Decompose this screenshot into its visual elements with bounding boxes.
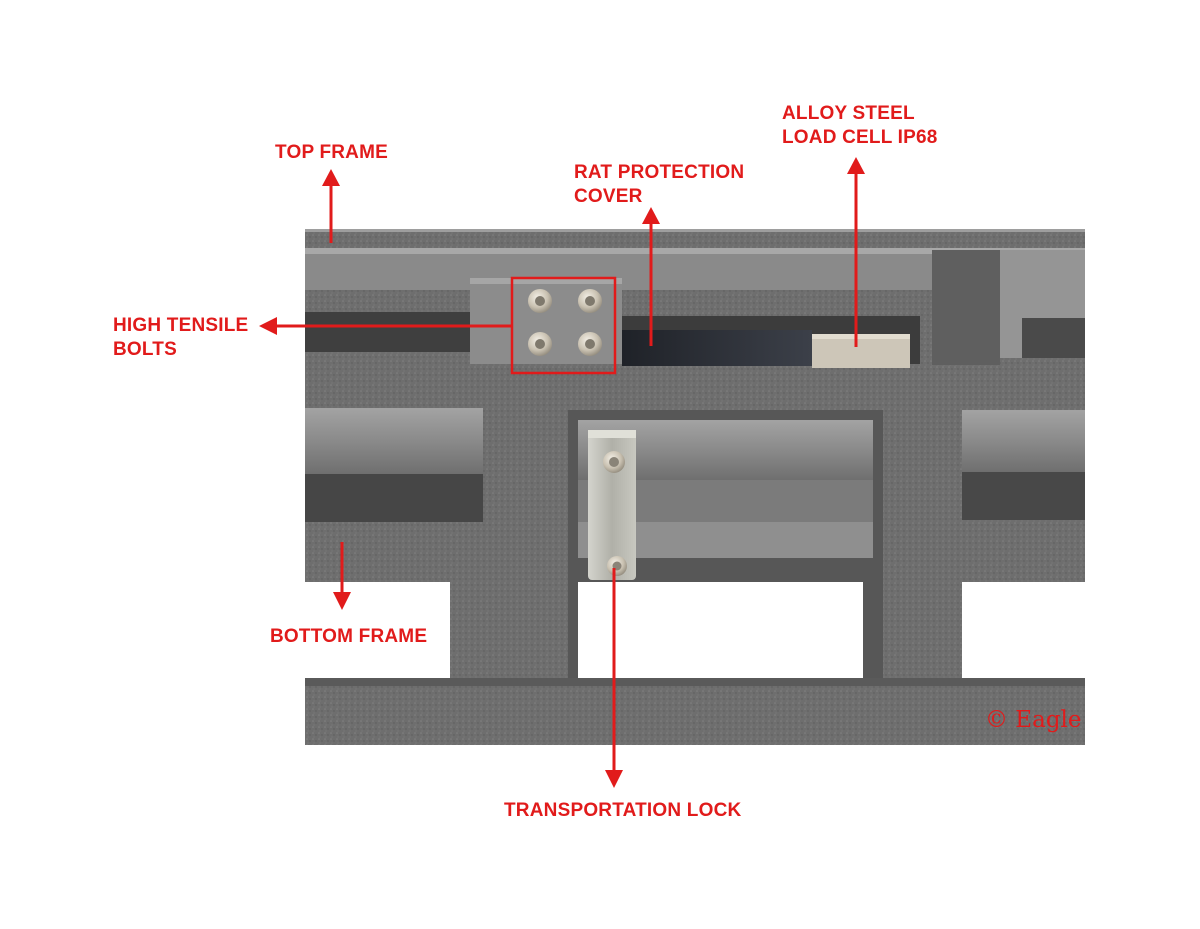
label-transport-lock-line: TRANSPORTATION LOCK	[504, 800, 742, 821]
arrow-transport-lock	[605, 568, 623, 788]
label-top-frame: TOP FRAME	[275, 141, 388, 165]
bolts-highlight-box	[510, 276, 617, 375]
transport-lock-bracket	[588, 430, 636, 580]
label-transportation-lock: TRANSPORTATION LOCK	[504, 799, 741, 823]
label-bottom-frame: BOTTOM FRAME	[270, 625, 427, 649]
arrow-top-frame	[322, 169, 340, 243]
high-tensile-bolts-group	[528, 289, 602, 356]
arrow-load-cell	[847, 157, 865, 347]
label-load-cell: ALLOY STEEL LOAD CELL IP68	[782, 102, 938, 150]
label-top-frame-line: TOP FRAME	[275, 142, 388, 163]
arrow-rat-cover	[642, 207, 660, 346]
label-bolts-line-1: HIGH TENSILE	[113, 315, 249, 336]
label-rat-cover-line-1: RAT PROTECTION	[574, 162, 745, 183]
label-rat-protection-cover: RAT PROTECTION COVER	[574, 161, 744, 209]
arrow-bolts	[259, 317, 512, 335]
top-frame-gap	[305, 312, 470, 352]
rat-protection-cover-shape	[622, 330, 812, 366]
load-cell-shape	[812, 334, 910, 368]
label-rat-cover-line-2: COVER	[574, 186, 643, 207]
label-bottom-frame-line: BOTTOM FRAME	[270, 626, 428, 647]
label-high-tensile-bolts: HIGH TENSILE BOLTS	[113, 314, 248, 362]
label-bolts-line-2: BOLTS	[113, 339, 177, 360]
center-window-cutout	[578, 582, 863, 680]
label-load-cell-line-2: LOAD CELL IP68	[782, 127, 938, 148]
eagle-watermark: © Eagle	[985, 707, 1082, 733]
arrow-bottom-frame	[333, 542, 351, 610]
label-load-cell-line-1: ALLOY STEEL	[782, 103, 915, 124]
